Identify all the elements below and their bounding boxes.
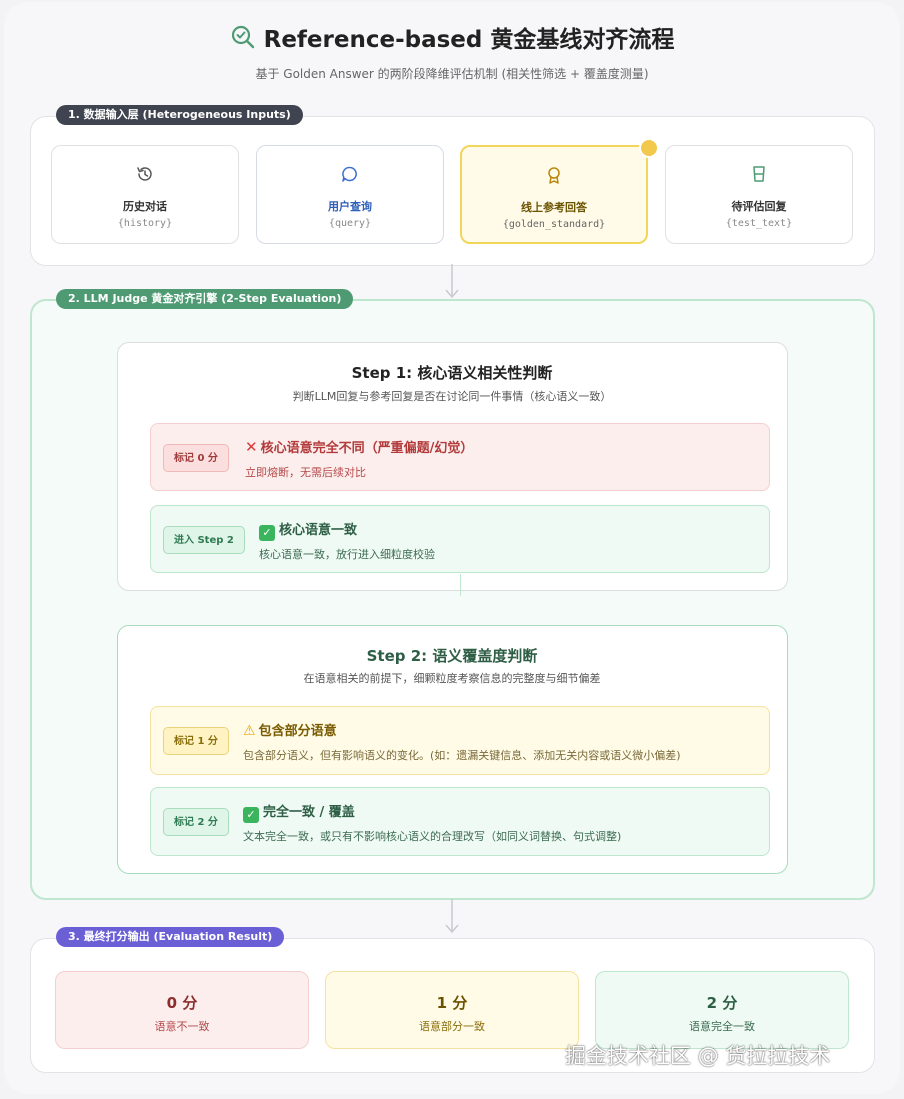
score-badge: 标记 2 分	[163, 808, 229, 836]
score-badge: 标记 1 分	[163, 727, 229, 755]
option-title-text: 完全一致 / 覆盖	[263, 805, 355, 820]
option-title-text: 包含部分语意	[258, 724, 337, 739]
score-value: 0 分	[166, 994, 198, 1012]
check-icon: ✓	[259, 525, 275, 541]
output-section-label: 3. 最终打分输出 (Evaluation Result)	[56, 927, 285, 947]
input-card-test: 待评估回复 {test_text}	[665, 145, 853, 244]
input-label: 历史对话	[123, 200, 167, 213]
history-icon	[137, 167, 152, 181]
score-label: 语意不一致	[154, 1020, 210, 1033]
score-value: 1 分	[436, 994, 468, 1012]
page-title-text: Reference-based 黄金基线对齐流程	[263, 27, 675, 53]
page-title: Reference-based 黄金基线对齐流程	[230, 20, 675, 54]
step1-title: Step 1: 核心语义相关性判断	[351, 364, 553, 382]
chat-bubble-icon	[342, 166, 357, 182]
input-variable: {query}	[328, 218, 372, 229]
step2-desc: 在语意相关的前提下，细颗粒度考察信息的完整度与细节偏差	[303, 672, 601, 685]
step2-option-partial: 标记 1 分 ⚠包含部分语意 包含部分语义，但有影响语义的变化。(如：遗漏关键信…	[150, 706, 770, 775]
step2-title: Step 2: 语义覆盖度判断	[366, 647, 538, 665]
step-connector	[460, 574, 461, 596]
input-label: 线上参考回答	[521, 201, 587, 214]
step2-option-full: 标记 2 分 ✓ 完全一致 / 覆盖 文本完全一致，或只有不影响核心语义的合理改写…	[150, 787, 770, 856]
score-label: 语意部分一致	[419, 1020, 485, 1033]
header: Reference-based 黄金基线对齐流程	[0, 20, 904, 54]
option-title: ✕核心语意完全不同（严重偏题/幻觉）	[245, 437, 473, 456]
option-desc: 包含部分语义，但有影响语义的变化。(如：遗漏关键信息、添加无关内容或语义微小偏差…	[243, 749, 681, 762]
input-variable: {test_text}	[725, 218, 793, 229]
option-title-text: 核心语意完全不同（严重偏题/幻觉）	[260, 441, 474, 456]
award-ribbon-icon	[548, 167, 560, 184]
warning-icon: ⚠	[243, 723, 256, 739]
input-variable: {history}	[117, 218, 173, 229]
option-title-text: 核心语意一致	[279, 523, 358, 538]
judge-section-label: 2. LLM Judge 黄金对齐引擎 (2-Step Evaluation)	[56, 289, 354, 309]
page-subtitle: 基于 Golden Answer 的两阶段降维评估机制 (相关性筛选 + 覆盖度…	[255, 67, 649, 81]
watermark: 掘金技术社区 @ 货拉拉技术	[565, 1044, 831, 1068]
option-desc: 核心语意一致，放行进入细粒度校验	[259, 548, 435, 561]
option-title: ✓ 完全一致 / 覆盖	[243, 801, 355, 823]
cross-icon: ✕	[245, 438, 258, 456]
score-card-1: 1 分 语意部分一致	[325, 971, 579, 1049]
score-badge: 标记 0 分	[163, 444, 229, 472]
score-card-2: 2 分 语意完全一致	[595, 971, 849, 1049]
option-title: ⚠包含部分语意	[243, 720, 337, 739]
score-value: 2 分	[706, 994, 738, 1012]
score-badge: 进入 Step 2	[163, 526, 245, 554]
input-variable: {golden_standard}	[502, 219, 606, 230]
beaker-icon	[753, 166, 765, 182]
option-desc: 文本完全一致，或只有不影响核心语义的合理改写（如同义词替换、句式调整)	[243, 830, 622, 843]
step1-desc: 判断LLM回复与参考回复是否在讨论同一件事情（核心语义一致）	[292, 390, 612, 403]
option-title: ✓ 核心语意一致	[259, 519, 357, 541]
input-card-golden: 线上参考回答 {golden_standard}	[460, 145, 648, 244]
flow-arrow	[445, 899, 459, 934]
step1-option-fail: 标记 0 分 ✕核心语意完全不同（严重偏题/幻觉） 立即熔断，无需后续对比	[150, 423, 770, 491]
score-label: 语意完全一致	[689, 1020, 755, 1033]
input-card-history: 历史对话 {history}	[51, 145, 239, 244]
score-card-0: 0 分 语意不一致	[55, 971, 309, 1049]
highlight-dot	[639, 138, 659, 158]
flow-arrow	[445, 264, 459, 299]
option-desc: 立即熔断，无需后续对比	[245, 466, 366, 479]
step1-option-pass: 进入 Step 2 ✓ 核心语意一致 核心语意一致，放行进入细粒度校验	[150, 505, 770, 573]
input-label: 待评估回复	[731, 200, 787, 213]
input-card-query: 用户查询 {query}	[256, 145, 444, 244]
inputs-section-label: 1. 数据输入层 (Heterogeneous Inputs)	[56, 105, 303, 125]
check-icon: ✓	[243, 807, 259, 823]
search-check-icon	[231, 25, 254, 49]
input-label: 用户查询	[328, 200, 372, 213]
